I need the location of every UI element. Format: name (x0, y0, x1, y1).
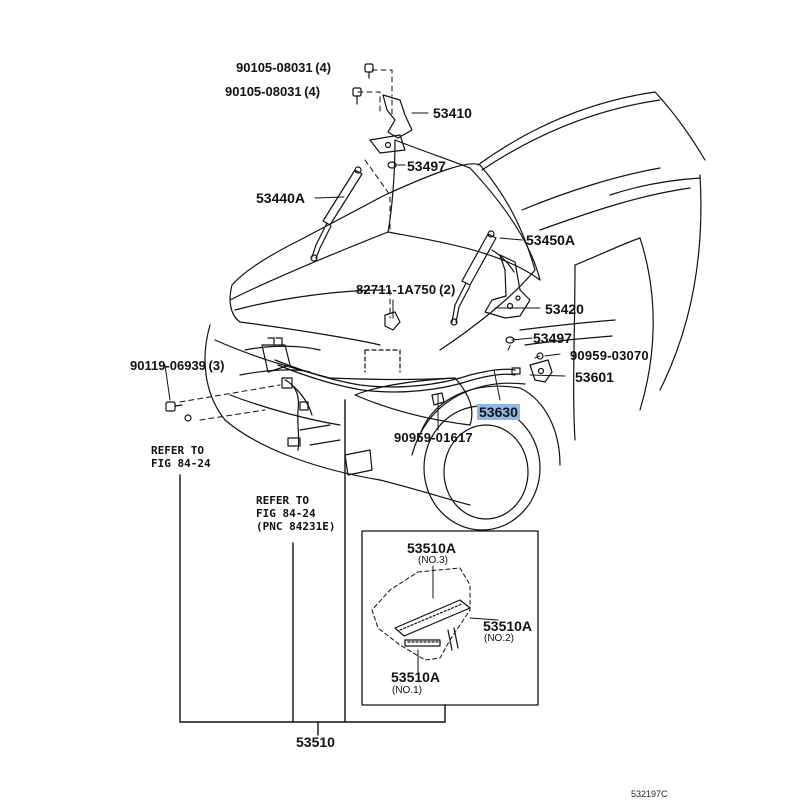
illustration-code: 532197C (631, 789, 668, 799)
washer-icon (387, 161, 397, 169)
part-label[interactable]: 90119-06939 (3) (130, 358, 225, 373)
part-label[interactable]: 53601 (575, 369, 614, 385)
part-label[interactable]: 53410 (433, 105, 472, 121)
seal-strip-no1 (404, 639, 441, 647)
reference-note: REFER TO FIG 84-24 (151, 444, 211, 470)
hood-panel (229, 139, 541, 311)
callout-lines (164, 112, 566, 431)
part-label[interactable]: 53510A (407, 540, 457, 556)
part-label[interactable]: 53497 (407, 158, 446, 174)
part-sublabel: (NO.1) (392, 685, 422, 696)
part-label[interactable]: 90105-08031 (4) (236, 60, 332, 75)
part-label[interactable]: 53440A (256, 190, 306, 206)
clip-82711 (384, 311, 401, 331)
part-label[interactable]: 53510A (483, 618, 533, 634)
leader-lines (179, 69, 541, 421)
part-label[interactable]: 53510A (391, 669, 441, 685)
part-label[interactable]: 90959-03070 (570, 348, 649, 363)
release-cable-53630 (274, 359, 521, 393)
hood-support-strut-right (450, 230, 515, 326)
seal-strip-no2 (447, 629, 453, 651)
part-label[interactable]: 53497 (533, 330, 572, 346)
part-label-highlighted[interactable]: 53630 (477, 404, 520, 420)
part-sublabel: (NO.2) (484, 633, 514, 644)
seal-strip-no3 (394, 599, 471, 637)
hood-hinge-53410 (369, 94, 413, 154)
hood-hinge-53420 (484, 254, 531, 319)
hood-lock-53601 (529, 352, 553, 383)
part-label[interactable]: 90105-08031 (4) (225, 84, 321, 99)
washer-icon (505, 336, 515, 344)
hood-support-strut-left (310, 166, 363, 262)
part-sublabel: (NO.3) (418, 555, 448, 566)
part-label[interactable]: 82711-1A750 (2) (356, 282, 456, 297)
detail-inset-box (361, 530, 539, 706)
clamp-icon (431, 392, 445, 406)
car-body-outline (204, 91, 706, 531)
part-label[interactable]: 90959-01617 (394, 430, 473, 445)
reference-note: REFER TO FIG 84-24 (PNC 84231E) (256, 494, 336, 533)
release-lever-bracket (261, 337, 313, 451)
part-label[interactable]: 53450A (526, 232, 576, 248)
assembly-bracket-lines (179, 399, 446, 736)
bolt-icon (352, 63, 374, 105)
part-label[interactable]: 53510 (296, 734, 335, 750)
bolt-icon (165, 401, 192, 422)
part-label[interactable]: 53420 (545, 301, 584, 317)
